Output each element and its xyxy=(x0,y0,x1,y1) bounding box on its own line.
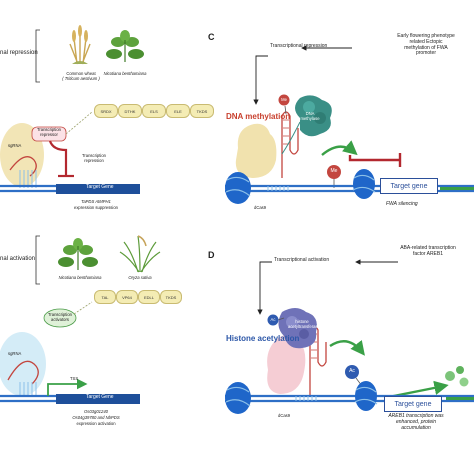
activator-ellipse xyxy=(43,308,77,328)
outcome-gene2-b: Os04g39780 and NbPDS xyxy=(72,415,120,420)
ac-small-label: Ac xyxy=(270,317,276,322)
sgrna-hairpin-c xyxy=(281,111,299,178)
outcome-gene-a: TaPDS AtMPH1 xyxy=(81,199,111,204)
tobacco-plant-b-illustration xyxy=(58,238,98,270)
nucleosome-c1 xyxy=(225,172,251,204)
regulation-arrow-d xyxy=(257,261,272,315)
panel-d-input-label: ABA-related transcription factor AREB1 xyxy=(400,245,456,257)
panel-c-regulation: Transcriptional repression xyxy=(270,43,328,49)
panel-d-mechanism: Histone acetylation xyxy=(226,334,300,343)
panel-d-outcome: AREB1 transcription was enhanced, protei… xyxy=(388,413,444,431)
target-gene-box-d: Target gene xyxy=(384,396,442,412)
target-gene-label-a: Target Gene xyxy=(86,184,114,190)
domain-pill-b-3: TKDS xyxy=(160,290,182,304)
effect-label-a: Transcription repression xyxy=(81,153,107,163)
dcas9-body-c xyxy=(235,123,277,178)
dcas9-label-c: dCas9 xyxy=(254,205,267,210)
domain-pill-a-1: DTHK xyxy=(118,104,142,118)
bracket-a xyxy=(35,29,40,83)
nucleosome-d1 xyxy=(225,382,251,414)
sgrna-strand-a xyxy=(9,156,37,177)
methylation-transfer-arrow xyxy=(321,140,358,156)
target-gene-label-b: Target Gene xyxy=(86,394,114,400)
activator-label: Transcription activators xyxy=(47,312,73,322)
sgrna-strand-b xyxy=(7,360,39,385)
panel-d-regulation: Transcriptional activation xyxy=(274,257,330,263)
me-mark-small-c xyxy=(278,94,290,106)
panel-a-graphics xyxy=(0,25,144,194)
plant2-name-a: Nicotiana benthamiana xyxy=(103,71,147,76)
acetylation-transfer-arrow xyxy=(329,340,365,356)
repression-arrow-a xyxy=(48,140,68,176)
outcome-text-a: expression suppression xyxy=(74,205,118,210)
domain-pill-a-4: TKDS xyxy=(190,104,214,118)
sgrna-label-a: sgRNA xyxy=(8,143,22,148)
panel-c-graphics xyxy=(225,45,474,204)
domain-pill-b-1: VP64 xyxy=(116,290,138,304)
protein-blob-2 xyxy=(456,366,464,374)
ac-large-label: Ac xyxy=(349,368,355,374)
tobacco-plant-illustration xyxy=(106,30,144,62)
plant2-name-b: Oryza sativa xyxy=(128,275,152,280)
outcome-gene-b: Os03g01240 xyxy=(84,409,108,414)
panel-c-mechanism: DNA methylation xyxy=(226,112,291,121)
wheat-plant-illustration xyxy=(69,25,91,65)
outcome-text-b: expression activation xyxy=(76,421,116,426)
target-gene-bar-a xyxy=(56,184,140,194)
tss-label: TSS xyxy=(70,376,79,381)
target-gene-bar-b xyxy=(56,394,140,404)
domain-pill-b-2: EDLL xyxy=(138,290,160,304)
me-mark-large-c xyxy=(327,165,341,179)
acetyltransferase-label: histone acetyltransferase xyxy=(288,319,320,329)
domain-pill-b-0: TAL xyxy=(94,290,116,304)
panel-c-input-label: Early flowering phenotype related Ectopi… xyxy=(397,33,455,57)
ac-mark-large-d xyxy=(345,365,359,379)
panel-b-graphics xyxy=(0,235,161,404)
plant1-species-a: ( Triticum aestivum ) xyxy=(62,76,100,81)
protein-blob-3 xyxy=(459,377,469,387)
panel-a-regulation-label: nal repression xyxy=(0,50,38,56)
panel-b-regulation-label: nal activation xyxy=(0,256,36,262)
panel-c-letter: C xyxy=(208,32,215,42)
bracket-b xyxy=(35,235,40,285)
plant1-name-a: Common wheat xyxy=(66,71,96,76)
panel-c-outcome: FWA silencing xyxy=(386,201,418,207)
ac-mark-small-d xyxy=(267,314,279,326)
dcas9-shape-b xyxy=(0,332,46,396)
domain-pill-a-2: ELS xyxy=(142,104,166,118)
dcas9-label-d: dCas9 xyxy=(278,413,291,418)
me-large-label: Me xyxy=(330,168,338,174)
domain-pill-a-0: SRDX xyxy=(94,104,118,118)
domain-pill-a-3: ELE xyxy=(166,104,190,118)
target-gene-box-c: Target gene xyxy=(380,178,438,194)
regulation-arrow-c xyxy=(253,55,268,105)
plant1-name-b: Nicotiana benthamiana xyxy=(58,275,102,280)
nucleosome-d2 xyxy=(355,381,377,411)
tss-arrow xyxy=(47,378,88,396)
nucleosome-c2 xyxy=(353,169,375,199)
me-small-label: Me xyxy=(281,97,287,102)
rice-plant-illustration xyxy=(119,235,161,273)
repressor-label: Transcription repressor xyxy=(36,127,62,137)
sgrna-label-b: sgRNA xyxy=(8,351,22,356)
repression-line-c xyxy=(348,155,400,162)
protein-blob-1 xyxy=(445,371,455,381)
methylase-label: DNA methylase xyxy=(300,111,320,121)
panel-d-letter: D xyxy=(208,250,215,260)
dcas9-body-d xyxy=(267,334,306,394)
